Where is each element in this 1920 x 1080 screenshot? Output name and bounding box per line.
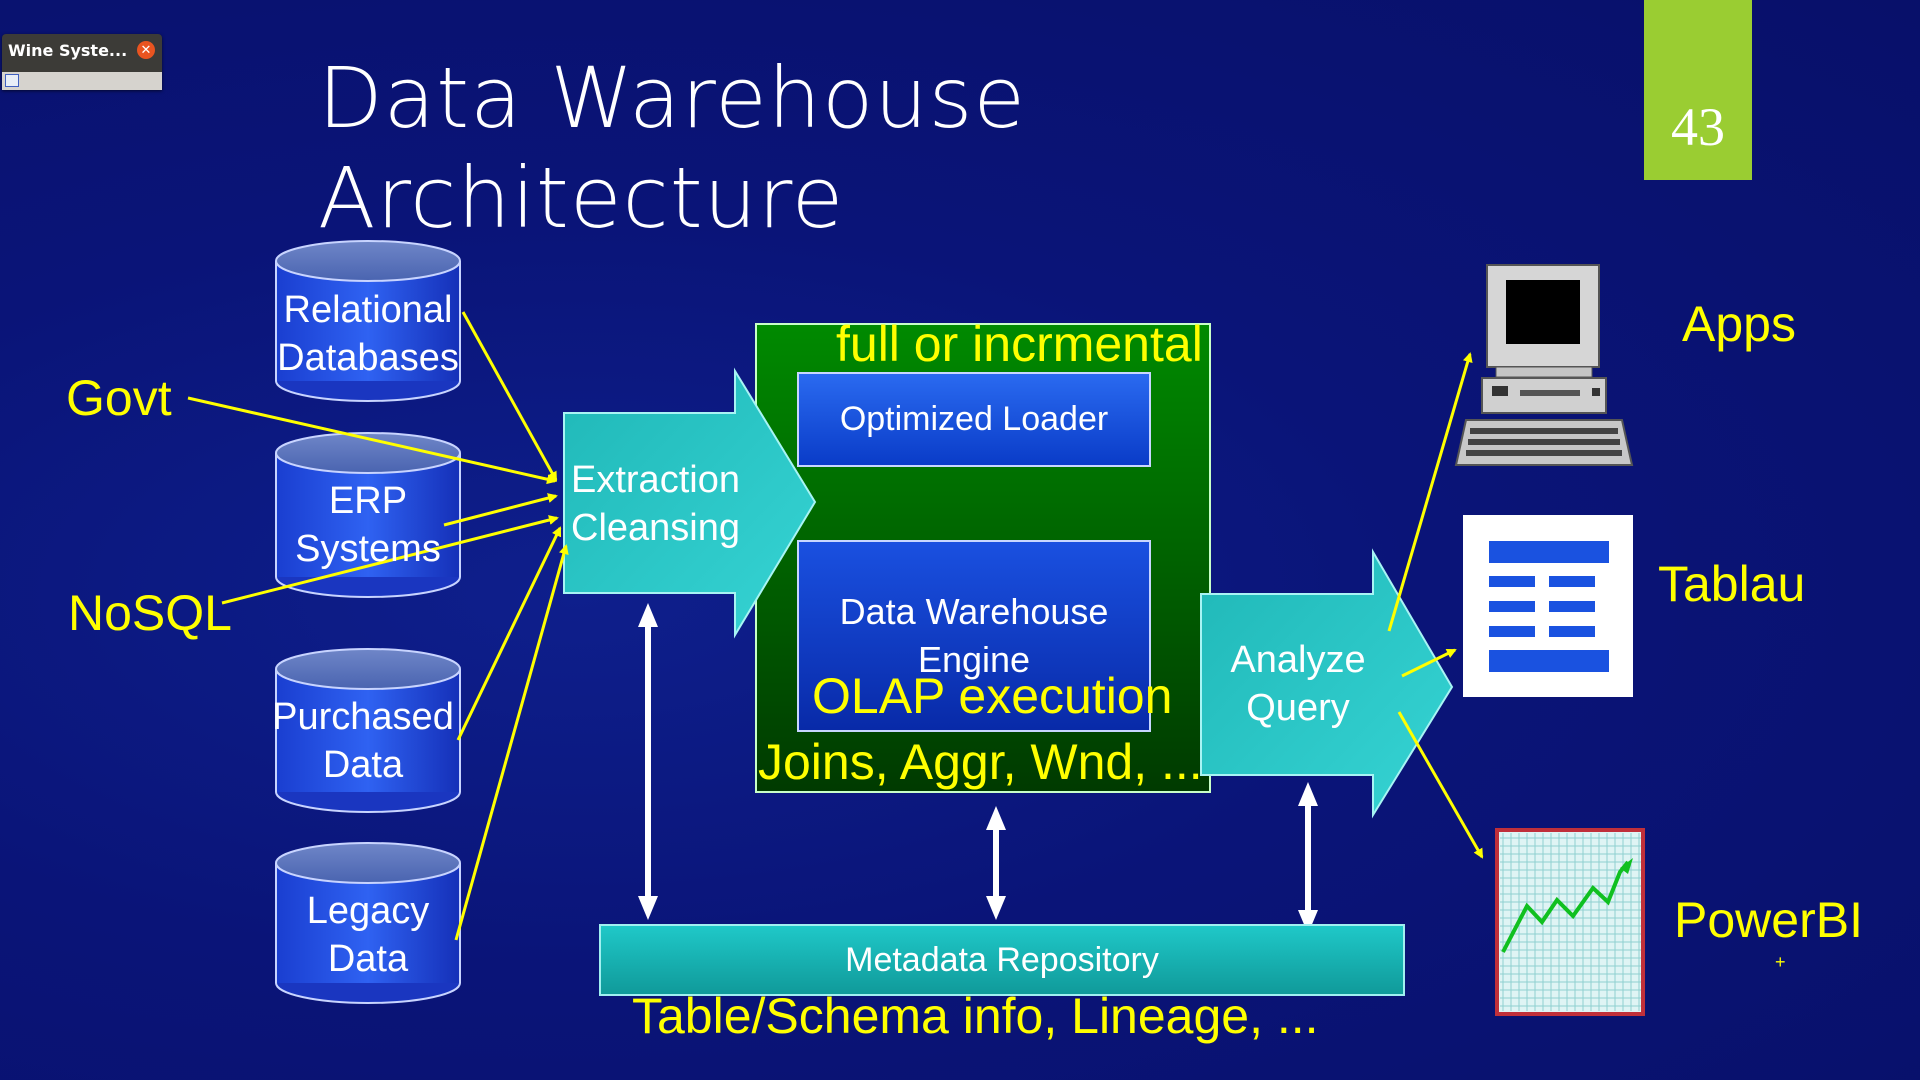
cylinder-legacy	[275, 842, 461, 1004]
window-toolbar	[2, 72, 162, 90]
output-connectors	[1387, 352, 1484, 859]
window-title: Wine Syste...	[8, 41, 128, 60]
extraction-arrow	[563, 367, 817, 639]
analyze-arrow	[1200, 548, 1454, 819]
engine-label: Data Warehouse Engine	[839, 591, 1109, 680]
output-powerbi-label: PowerBI	[1674, 892, 1863, 948]
source-legacy: Legacy Data	[306, 890, 430, 980]
close-icon[interactable]: ✕	[137, 41, 155, 59]
source-relational: Relational Databases	[277, 289, 459, 379]
optimized-loader-box: Optimized Loader	[797, 372, 1151, 467]
metadata-repository-box: Metadata Repository	[599, 924, 1405, 996]
metadata-annotation: Table/Schema info, Lineage, ...	[632, 988, 1319, 1044]
metadata-connectors	[638, 603, 1318, 934]
line-chart-icon	[1495, 828, 1645, 1016]
title-line-1: Data Warehouse	[318, 49, 1027, 147]
slide-number: 43	[1644, 0, 1752, 180]
cylinder-erp	[275, 432, 461, 598]
source-purchased: Purchased Data	[272, 696, 454, 786]
title-line-2: Architecture	[318, 149, 845, 247]
ops-annotation: Joins, Aggr, Wnd, ...	[758, 734, 1203, 790]
extraction-label: Extraction Cleansing	[571, 459, 740, 549]
output-tablau-label: Tablau	[1658, 556, 1806, 612]
warehouse-engine-box	[797, 540, 1151, 732]
plus-mark: +	[1775, 952, 1786, 972]
source-connectors	[187, 311, 569, 941]
olap-annotation: OLAP execution	[812, 668, 1173, 724]
incremental-annotation: full or incrmental	[836, 316, 1203, 372]
report-icon	[1463, 515, 1633, 697]
cylinder-purchased	[275, 648, 461, 813]
source-erp: ERP Systems	[295, 480, 441, 570]
analyze-label: Analyze Query	[1230, 639, 1366, 729]
tray-icon[interactable]	[5, 74, 19, 87]
slide-title: Data Warehouse Architecture	[318, 48, 1026, 248]
nosql-label: NoSQL	[68, 585, 232, 641]
wine-system-window[interactable]: Wine Syste... ✕	[2, 34, 162, 90]
govt-label: Govt	[66, 370, 172, 426]
computer-icon	[1454, 264, 1634, 466]
output-apps-label: Apps	[1682, 296, 1796, 352]
cylinder-relational-db	[275, 240, 461, 402]
